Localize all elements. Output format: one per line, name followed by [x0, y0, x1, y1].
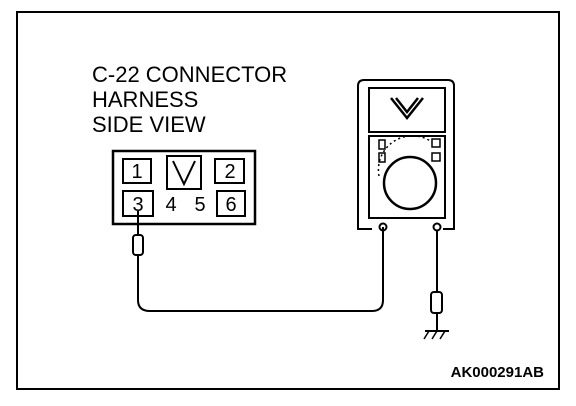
- ground-symbol-icon: [423, 330, 449, 340]
- ground-probe-body: [430, 291, 443, 314]
- input-jack-negative: [432, 222, 442, 232]
- pin-label-4: 4: [165, 194, 176, 216]
- selector-dial-icon: [382, 155, 438, 211]
- title-line-3: SIDE VIEW: [92, 112, 206, 137]
- pin-cell-2: [214, 158, 245, 184]
- voltage-symbol-icon: [390, 97, 424, 121]
- figure-code: AK000291AB: [451, 364, 545, 381]
- pin-label-1: 1: [131, 161, 142, 183]
- test-probe-pin-3: [132, 211, 144, 256]
- pin-cell-6: [216, 190, 246, 217]
- multimeter-display: [368, 87, 446, 133]
- multimeter: [357, 79, 455, 232]
- pin-cell-1: [122, 158, 152, 184]
- lock-triangle-icon: [172, 160, 196, 187]
- indicator-left-top: [378, 139, 386, 150]
- c22-connector: 1 2 3 4 5 6: [111, 149, 257, 226]
- probe-body: [132, 234, 144, 256]
- pin-label-5: 5: [194, 194, 205, 216]
- diagram-frame: [16, 11, 560, 390]
- input-jack-positive: [378, 222, 388, 232]
- indicator-right-top: [431, 138, 441, 148]
- indicator-left-bottom: [378, 152, 386, 163]
- ground-lead: [423, 231, 449, 340]
- test-lead-wire: [137, 227, 384, 312]
- indicator-right-bottom: [431, 152, 441, 162]
- connector-lock: [166, 155, 202, 190]
- title-line-1: C-22 CONNECTOR: [92, 62, 287, 87]
- pin-label-2: 2: [224, 161, 235, 183]
- dial-scale: [377, 135, 433, 177]
- multimeter-control-panel: [368, 135, 446, 219]
- multimeter-body: [357, 79, 455, 230]
- connector-housing: [111, 149, 257, 226]
- pin-label-6: 6: [225, 194, 236, 216]
- pin-label-3: 3: [132, 194, 143, 216]
- title-line-2: HARNESS: [92, 87, 198, 112]
